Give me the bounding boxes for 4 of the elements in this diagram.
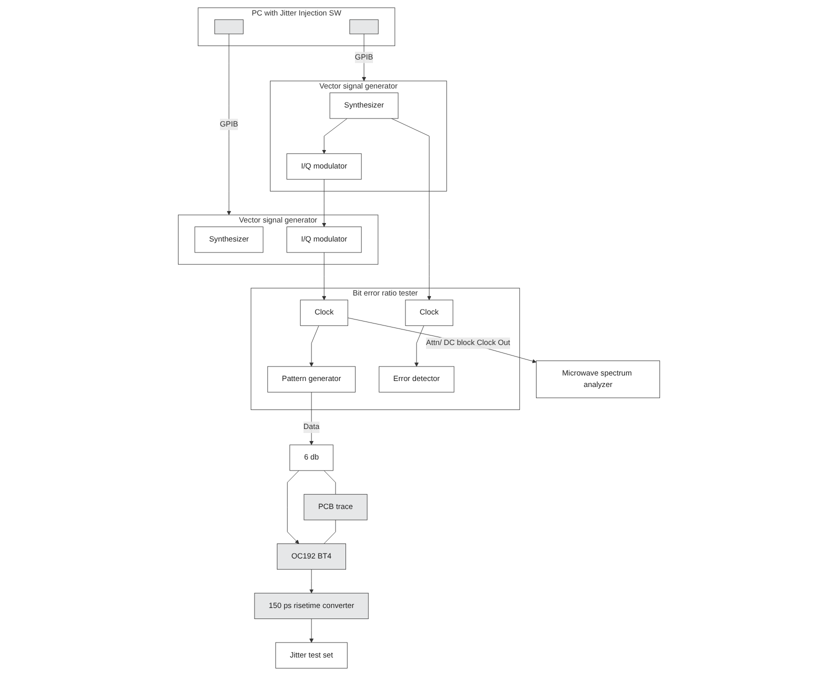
node-box (350, 18, 378, 34)
connector (324, 519, 336, 544)
connector (324, 470, 336, 494)
node-box (214, 18, 244, 34)
